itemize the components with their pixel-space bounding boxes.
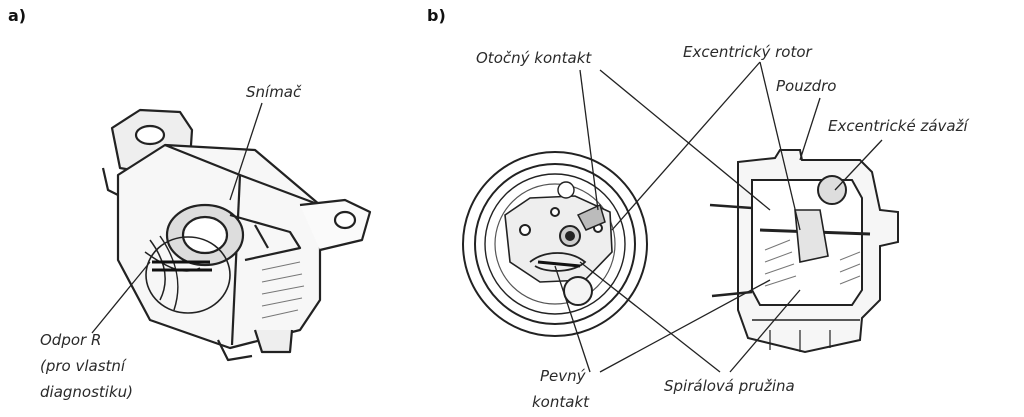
sensor-b-section xyxy=(709,149,899,354)
label-pevny-line2: kontakt xyxy=(532,393,590,411)
label-odpor-line1: Odpor R xyxy=(40,331,102,349)
leader-lines-b xyxy=(554,61,883,373)
label-odpor-line3: diagnostiku) xyxy=(40,383,133,401)
sensor-a-drawing xyxy=(101,108,372,362)
leader-lines-a xyxy=(91,102,263,334)
label-odpor-line2: (pro vlastní xyxy=(40,357,126,375)
label-excentricky-rotor: Excentrický rotor xyxy=(683,43,812,61)
label-pevny-line1: Pevný xyxy=(540,367,586,385)
label-pouzdro: Pouzdro xyxy=(776,77,837,95)
panel-a-tag: a) xyxy=(8,6,27,25)
label-otocny-kontakt: Otočný kontakt xyxy=(476,49,592,67)
label-spiralova-pruzina: Spirálová pružina xyxy=(664,377,795,395)
label-excentricke-zavazi: Excentrické závaží xyxy=(828,117,968,135)
sensor-b-disc xyxy=(462,151,648,337)
label-snimac: Snímač xyxy=(246,83,302,101)
panel-b-tag: b) xyxy=(427,6,446,25)
